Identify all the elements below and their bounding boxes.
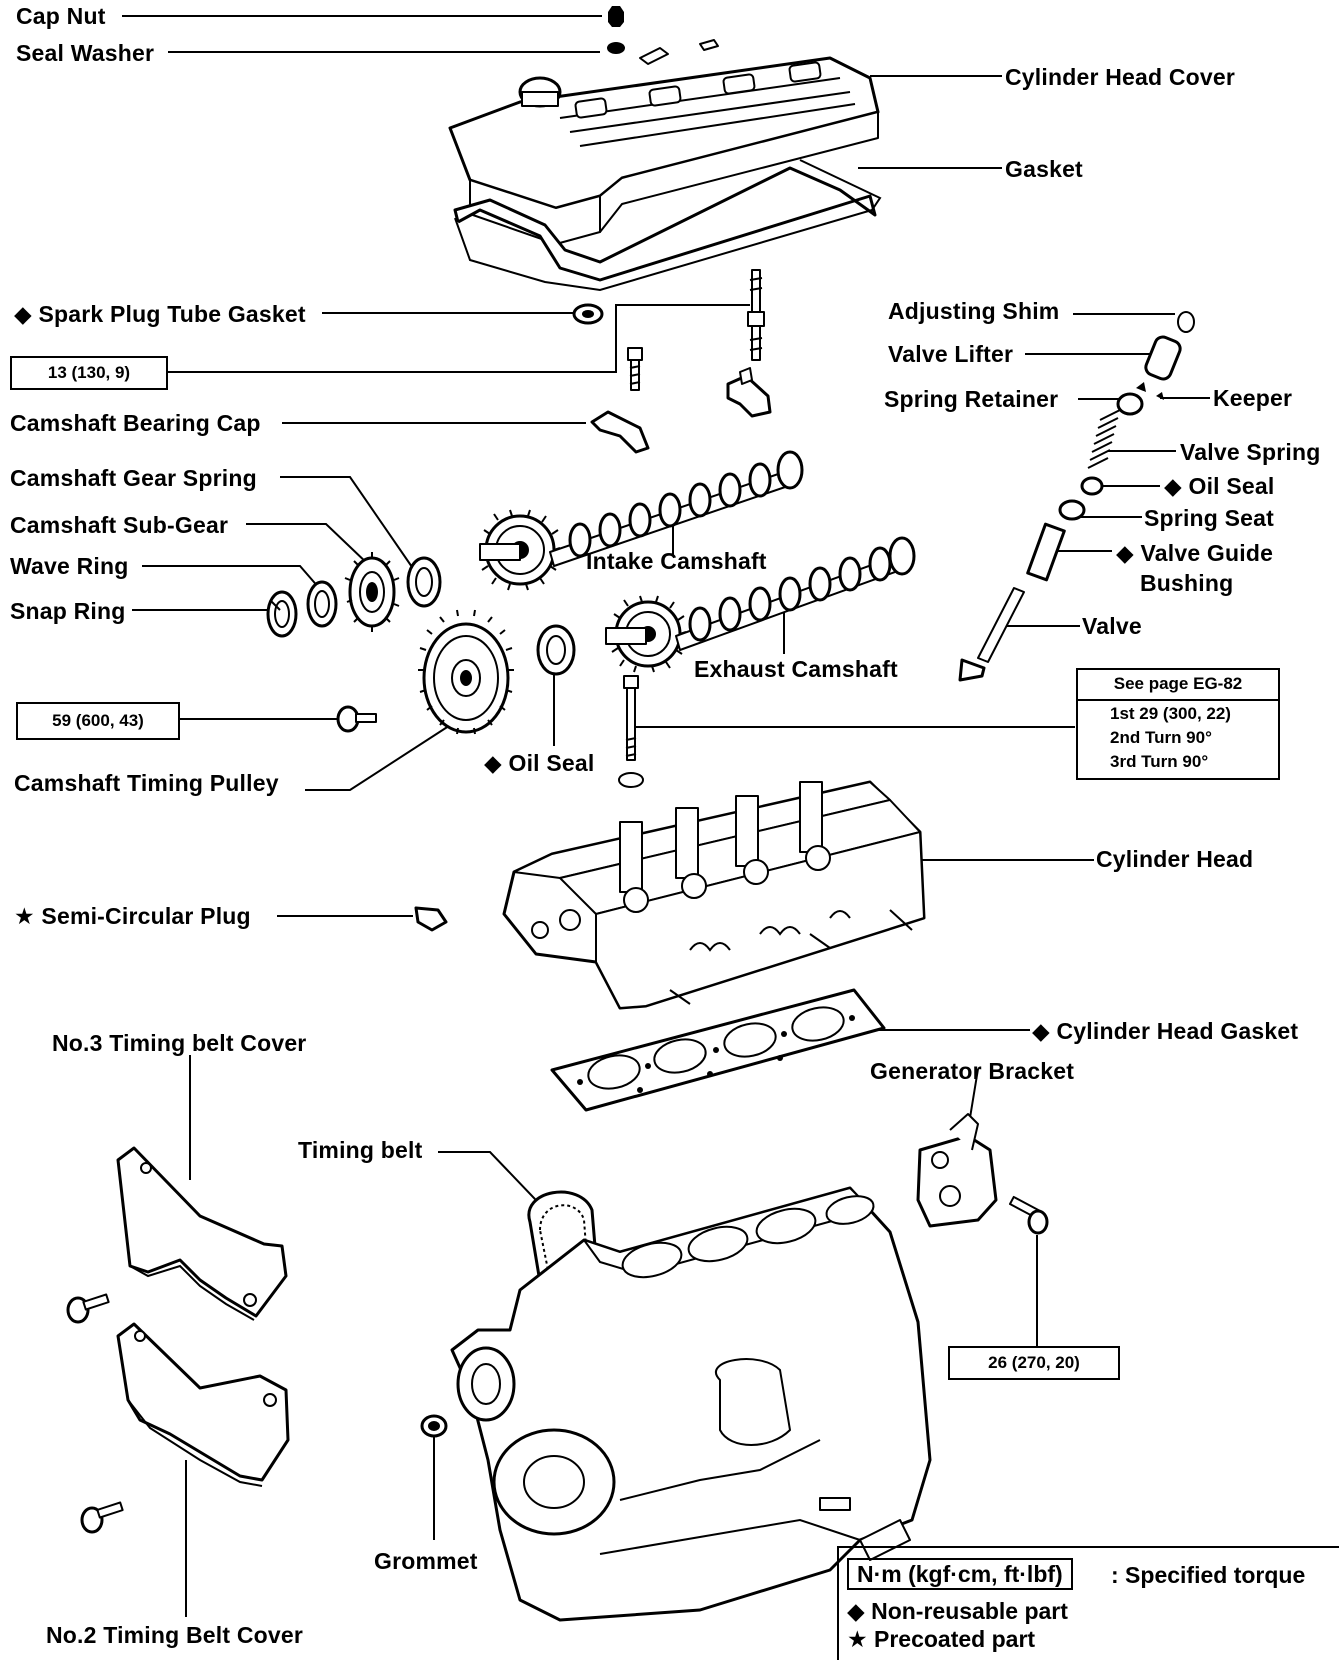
valve-label: Valve xyxy=(1082,613,1142,639)
generator-bracket-bolt-shape xyxy=(1008,1195,1049,1235)
torque-head-bolt-row-2: 2nd Turn 90° xyxy=(1110,728,1212,747)
camshaft-bearing-cap-label: Camshaft Bearing Cap xyxy=(10,410,261,436)
intake-camshaft-label: Intake Camshaft xyxy=(586,548,767,574)
valve-guide-bushing-label-2: Bushing xyxy=(1140,570,1234,596)
no2-timing-belt-cover-label: No.2 Timing Belt Cover xyxy=(46,1622,304,1648)
camshaft-timing-pulley-shape xyxy=(418,609,514,735)
semi-circular-plug-label: ★ Semi-Circular Plug xyxy=(14,903,251,929)
intake-camshaft-shape xyxy=(479,450,804,591)
generator-bracket-label: Generator Bracket xyxy=(870,1058,1075,1084)
legend-precoated: ★ Precoated part xyxy=(847,1626,1036,1652)
stud-bolt-shape xyxy=(747,269,765,361)
valve-oil-seal-label: ◆ Oil Seal xyxy=(1164,473,1275,499)
torque-head-bolt-table: See page EG-82 1st 29 (300, 22) 2nd Turn… xyxy=(1076,668,1280,780)
cap-nut-label: Cap Nut xyxy=(16,3,106,29)
pulley-bolt-shape xyxy=(336,705,377,733)
valve-train-shapes xyxy=(958,311,1195,682)
no2-timing-belt-cover-shape xyxy=(116,1322,290,1487)
cylinder-head-gasket-label: ◆ Cylinder Head Gasket xyxy=(1032,1018,1299,1044)
exhaust-camshaft-label: Exhaust Camshaft xyxy=(694,656,898,682)
torque-head-bolt-row-3: 3rd Turn 90° xyxy=(1110,752,1209,771)
spring-seat-label: Spring Seat xyxy=(1144,505,1275,531)
seal-washer-label: Seal Washer xyxy=(16,40,155,66)
spring-retainer-label: Spring Retainer xyxy=(884,386,1059,412)
no3-timing-belt-cover-shape xyxy=(116,1146,288,1321)
semi-circular-plug-shape xyxy=(414,906,448,932)
valve-guide-bushing-label-1: ◆ Valve Guide xyxy=(1116,540,1274,566)
exhaust-camshaft-shape xyxy=(605,536,916,673)
legend: N·m (kgf·cm, ft·lbf) : Specified torque … xyxy=(837,1546,1339,1660)
generator-bracket-shape xyxy=(916,1113,998,1228)
camshaft-bearing-cap-shape xyxy=(590,367,772,454)
timing-belt-label: Timing belt xyxy=(298,1137,423,1163)
legend-unit-box: N·m (kgf·cm, ft·lbf) xyxy=(847,1558,1073,1590)
bearing-cap-bolt-shape xyxy=(627,347,643,391)
valve-lifter-label: Valve Lifter xyxy=(888,341,1014,367)
wave-ring-label: Wave Ring xyxy=(10,553,129,579)
torque-head-bolt-row-1: 1st 29 (300, 22) xyxy=(1110,704,1231,723)
no3-cover-bolt-shape xyxy=(66,1293,110,1324)
grommet-shape xyxy=(420,1414,448,1438)
camshaft-sub-gear-shape xyxy=(344,552,400,632)
cylinder-head-shape xyxy=(502,780,926,1010)
cylinder-head-cover-label: Cylinder Head Cover xyxy=(1005,64,1236,90)
snap-ring-shape xyxy=(266,590,298,638)
keeper-label: Keeper xyxy=(1213,385,1293,411)
grommet-label: Grommet xyxy=(374,1548,478,1574)
camshaft-oil-seal-label: ◆ Oil Seal xyxy=(484,750,595,776)
torque-generator-bracket-bolt: 26 (270, 20) xyxy=(948,1346,1120,1380)
snap-ring-label: Snap Ring xyxy=(10,598,126,624)
camshaft-timing-pulley-label: Camshaft Timing Pulley xyxy=(14,770,279,796)
torque-head-bolt-header: See page EG-82 xyxy=(1078,670,1278,701)
no2-cover-bolt-shape xyxy=(80,1501,124,1534)
valve-spring-label: Valve Spring xyxy=(1180,439,1321,465)
camshaft-oil-seal-shape xyxy=(536,624,576,676)
cylinder-head-label: Cylinder Head xyxy=(1096,846,1254,872)
camshaft-gear-spring-label: Camshaft Gear Spring xyxy=(10,465,257,491)
camshaft-gear-spring-shape xyxy=(406,556,442,608)
spark-plug-tube-gasket-shape xyxy=(572,303,604,325)
legend-unit-description: : Specified torque xyxy=(1111,1562,1306,1588)
engine-block-shape xyxy=(450,1186,932,1622)
camshaft-sub-gear-label: Camshaft Sub-Gear xyxy=(10,512,229,538)
legend-non-reusable: ◆ Non-reusable part xyxy=(847,1598,1068,1624)
torque-bearing-cap-bolt: 13 (130, 9) xyxy=(10,356,168,390)
spark-plug-tube-gasket-label: ◆ Spark Plug Tube Gasket xyxy=(14,301,306,327)
adjusting-shim-label: Adjusting Shim xyxy=(888,298,1060,324)
torque-pulley-bolt: 59 (600, 43) xyxy=(16,702,180,740)
seal-washer-shape xyxy=(607,42,625,54)
head-cover-gasket-shape xyxy=(453,159,882,292)
cylinder-head-gasket-shape xyxy=(550,988,886,1112)
gasket-label: Gasket xyxy=(1005,156,1083,182)
head-bolt-shape xyxy=(618,675,644,788)
no3-timing-belt-cover-label: No.3 Timing belt Cover xyxy=(52,1030,307,1056)
wave-ring-shape xyxy=(306,580,338,628)
cap-nut-shape xyxy=(608,6,624,27)
